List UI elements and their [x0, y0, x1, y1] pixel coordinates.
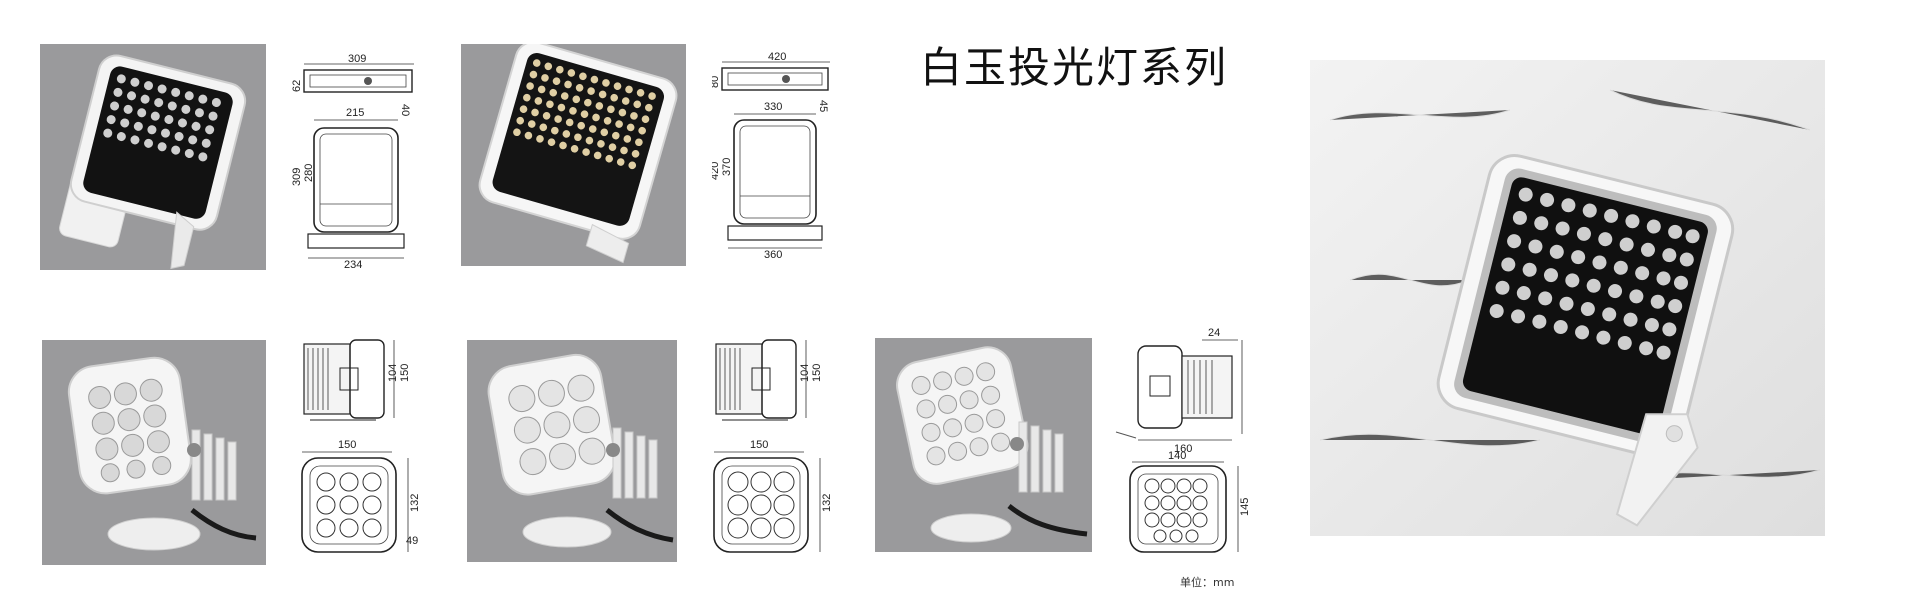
dim-height-outer: 309 — [291, 168, 303, 186]
hero-product-photo — [1310, 60, 1825, 536]
dim-side-width: 160 — [1174, 443, 1192, 455]
dim-side-top: 24 — [1208, 327, 1220, 339]
dimension-drawing-square-large: 420 80 45 330 420 370 360 — [712, 52, 836, 260]
dimension-drawing-round-18: 24 160 140 145 — [1108, 326, 1258, 560]
dim-front-width: 150 — [750, 439, 768, 451]
dim-height-outer: 420 — [712, 162, 721, 180]
dim-base-width: 360 — [764, 249, 782, 260]
dimension-drawing-round-9: 104 150 150 132 — [708, 334, 858, 570]
dim-side-h1: 104 — [387, 364, 399, 382]
dim-front-width: 140 — [1168, 450, 1186, 462]
dim-front-height: 145 — [1239, 498, 1251, 516]
dim-side-h1: 104 — [799, 364, 811, 382]
dim-height-inner: 280 — [303, 164, 315, 182]
dim-front-height: 132 — [821, 494, 833, 512]
dim-height-inner: 370 — [721, 158, 733, 176]
product-photo-round-12 — [42, 340, 266, 565]
dimension-drawing-round-12: 104 150 150 132 49 — [296, 334, 446, 570]
product-photo-square-small — [40, 44, 266, 270]
dim-bracket: 49 — [406, 535, 418, 547]
product-photo-square-large — [461, 44, 686, 266]
dim-side-h2: 150 — [399, 364, 411, 382]
unit-note: 单位：mm — [1180, 576, 1235, 589]
floodlight-square-small-illustration — [59, 54, 247, 270]
dim-top-depth: 40 — [399, 104, 411, 116]
dimension-drawing-square-small: 309 62 40 215 309 280 234 — [290, 54, 420, 270]
dim-top-width: 420 — [768, 52, 786, 63]
product-photo-round-9 — [467, 340, 677, 562]
dim-side-height: 80 — [712, 76, 721, 88]
dim-inner-width: 215 — [346, 107, 364, 119]
dim-top-width: 309 — [348, 54, 366, 65]
dim-inner-width: 330 — [764, 101, 782, 113]
series-title: 白玉投光灯系列 — [920, 43, 1229, 92]
product-photo-round-18 — [875, 338, 1092, 552]
dim-side-height: 62 — [291, 80, 303, 92]
dim-top-depth: 45 — [817, 100, 829, 112]
dim-side-h2: 150 — [811, 364, 823, 382]
dim-front-width: 150 — [338, 439, 356, 451]
dim-front-height: 132 — [409, 494, 421, 512]
dim-base-width: 234 — [344, 259, 362, 270]
